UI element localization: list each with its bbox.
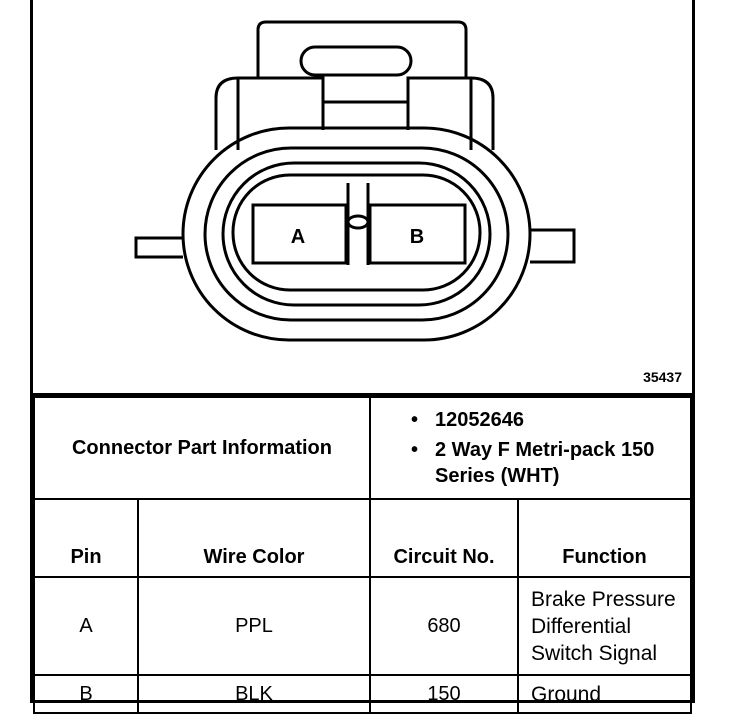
header-circuit-no: Circuit No. (369, 498, 519, 578)
table-row: B BLK 150 Ground (33, 674, 692, 714)
connector-part-number: 12052646 (411, 407, 690, 433)
table-row: A PPL 680 Brake Pressure Differential Sw… (33, 576, 692, 676)
pin-cell: B (33, 674, 139, 714)
connector-inner-ring (221, 161, 492, 307)
connector-info-list-cell: 12052646 2 Way F Metri-pack 150 Series (… (369, 396, 692, 500)
terminal-b (368, 203, 467, 265)
latch-shoulder-left (214, 76, 325, 150)
connector-info-row: Connector Part Information 12052646 2 Wa… (33, 396, 692, 500)
connector-face-view: A B (134, 20, 576, 342)
terminal-a (251, 203, 348, 265)
wire-color-cell: PPL (137, 576, 371, 676)
connector-info-list: 12052646 2 Way F Metri-pack 150 Series (… (411, 407, 690, 489)
latch-shoulder-right (406, 76, 495, 150)
connector-middle-ring (203, 146, 510, 322)
connector-description: 2 Way F Metri-pack 150 Series (WHT) (411, 437, 690, 489)
header-pin: Pin (33, 498, 139, 578)
side-nub-right (530, 228, 576, 264)
connector-info-label: Connector Part Information (33, 396, 371, 500)
circuit-cell: 680 (369, 576, 519, 676)
header-function: Function (517, 498, 692, 578)
figure-number: 35437 (643, 369, 682, 385)
wire-color-cell: BLK (137, 674, 371, 714)
table-header-row: Pin Wire Color Circuit No. Function (33, 498, 692, 578)
connector-cavity (231, 173, 482, 292)
function-cell: Brake Pressure Differential Switch Signa… (517, 576, 692, 676)
connector-drawing-area: A B 35437 (33, 0, 692, 396)
terminal-a-label: A (291, 226, 305, 248)
diagram-frame: A B 35437 Connector Part Information 120… (30, 0, 695, 714)
circuit-cell: 150 (369, 674, 519, 714)
latch-tab (256, 20, 468, 78)
side-nub-left (134, 236, 183, 259)
connector-outer-shell (181, 126, 532, 342)
connector-pinout-table: Connector Part Information 12052646 2 Wa… (33, 396, 692, 714)
pin-cell: A (33, 576, 139, 676)
header-wire-color: Wire Color (137, 498, 371, 578)
function-cell: Ground (517, 674, 692, 714)
latch-slot (299, 45, 413, 77)
terminal-b-label: B (410, 226, 424, 248)
